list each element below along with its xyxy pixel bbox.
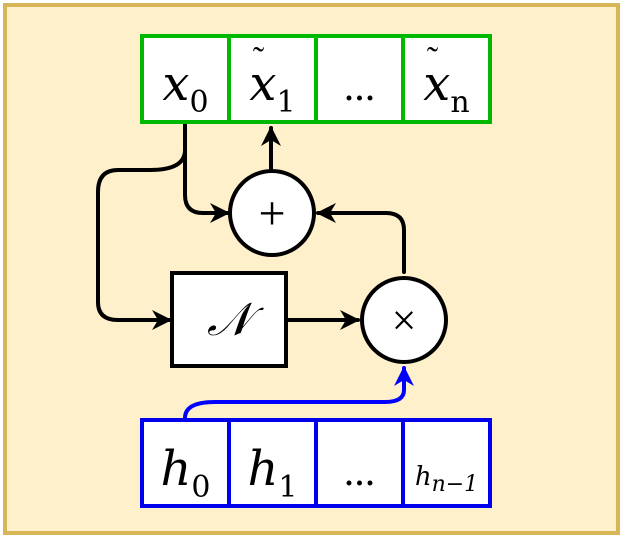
output_row-label-base: x [162,56,189,112]
output_row-label-subscript: 0 [189,85,208,120]
output_row-label-base: x [423,56,450,112]
output_row-label-subscript: n [450,85,469,120]
hidden_row-cell-2: ... [314,418,405,508]
hidden_row-label-base: h [247,441,278,497]
output_row-label-subscript: 1 [276,85,295,120]
hidden_row-cell-label: h1 [247,441,297,505]
hidden_row-cell-ellipsis: ... [344,449,376,495]
hidden_row-label-base: h [160,441,191,497]
hidden_row-cell-1: h1 [227,418,318,508]
output_row-cell-0: x0 [140,34,231,124]
hidden_row-cell-label: hn−1 [415,462,478,497]
hidden_row-label-subscript: 0 [191,470,210,505]
hidden_row-label-subscript: 1 [278,470,297,505]
output_row-cell-label: x1 [249,56,295,120]
output_row-tilde-accent: ˜ [253,41,265,78]
hidden_row-label-base: h [415,462,432,492]
x0-to-add-arrow [183,120,230,223]
x0-to-noise-arrow [96,148,187,330]
hidden_row-cell-box [314,418,405,508]
noise-node: 𝒩 [170,271,288,368]
noise-box [170,271,288,368]
hidden_row-label-subscript: n−1 [432,472,479,497]
output_row-cell-ellipsis: ... [344,64,376,110]
plus-circle-icon [228,169,316,257]
mul-node: × [360,276,448,364]
output_row-cell-box [140,34,231,124]
mul-symbol: × [392,296,417,345]
add-node: + [228,169,316,257]
hidden_row-cell-0: h0 [140,418,231,508]
output_row-label-base: x [249,56,276,112]
times-circle-icon [360,276,448,364]
hidden_row-cell-3: hn−1 [401,418,492,508]
output_row-cell-label: x0 [162,56,208,120]
hidden_row-cell-box [227,418,318,508]
output_row-cell-box [227,34,318,124]
hidden-to-mul-arrow [183,366,414,420]
hidden_row-cell-label: h0 [160,441,210,505]
output_row-cell-label: xn [423,56,469,120]
output_row-tilde-accent: ˜ [427,41,439,78]
hidden_row-cell-box [401,418,492,508]
add-symbol: + [258,187,285,240]
output_row-cell-2: ... [314,34,405,124]
output_row-cell-box [401,34,492,124]
output_row-cell-3: xn˜ [401,34,492,124]
mul-to-add-arrow [316,203,406,274]
output_row-cell-1: x1˜ [227,34,318,124]
hidden_row-cell-box [140,418,231,508]
